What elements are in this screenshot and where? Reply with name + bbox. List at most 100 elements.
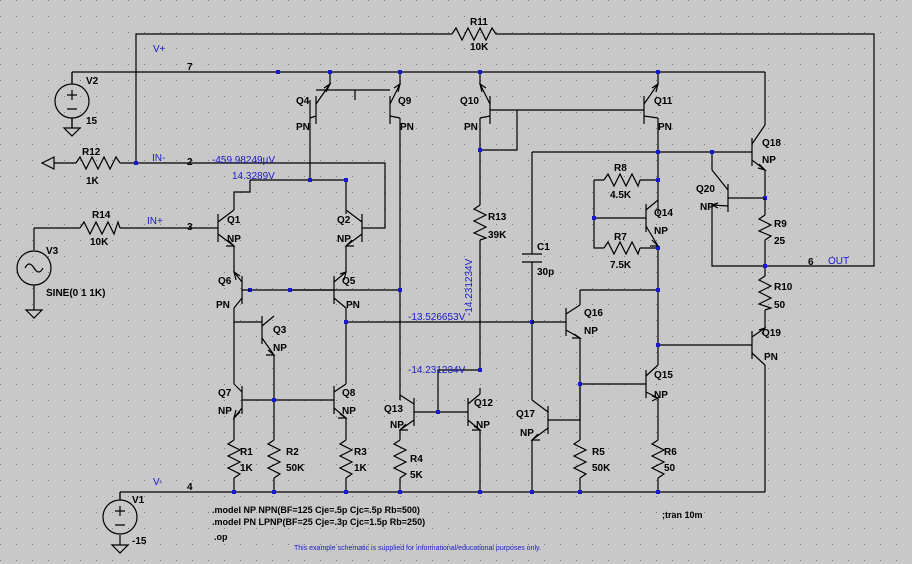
resistor-r6[interactable] bbox=[650, 439, 666, 479]
resistor-r8[interactable] bbox=[603, 172, 641, 188]
svg-text:R13: R13 bbox=[488, 212, 507, 223]
transistor-q9[interactable] bbox=[385, 82, 401, 124]
transistor-q18[interactable] bbox=[748, 124, 768, 172]
svg-text:R5: R5 bbox=[592, 447, 605, 458]
net-label-6: 6 bbox=[808, 257, 814, 268]
svg-text:Q16: Q16 bbox=[584, 308, 603, 319]
svg-text:PN: PN bbox=[296, 122, 310, 133]
svg-text:R6: R6 bbox=[664, 447, 677, 458]
transistor-q13[interactable] bbox=[398, 394, 423, 431]
sources bbox=[16, 72, 138, 554]
transistor-q15[interactable] bbox=[640, 364, 660, 402]
resistor-r1[interactable] bbox=[226, 439, 242, 479]
svg-text:NP: NP bbox=[654, 390, 668, 401]
svg-text:Q10: Q10 bbox=[460, 96, 479, 107]
svg-text:Q18: Q18 bbox=[762, 138, 781, 149]
transistor-q7[interactable] bbox=[232, 383, 250, 420]
transistors bbox=[207, 82, 768, 441]
svg-text:Q19: Q19 bbox=[762, 328, 781, 339]
directive-model-pn: .model PN LPNP(BF=25 Cje=.3p Cjc=1.5p Rb… bbox=[212, 517, 425, 527]
net-label-vminus: V- bbox=[153, 477, 162, 488]
transistor-q1[interactable] bbox=[207, 209, 236, 247]
svg-text:39K: 39K bbox=[488, 230, 507, 241]
resistor-r9[interactable] bbox=[757, 214, 773, 241]
voltage-source-v3[interactable] bbox=[16, 250, 52, 286]
input-port-in-minus bbox=[40, 156, 55, 170]
transistor-q20[interactable] bbox=[710, 169, 738, 212]
svg-text:Q9: Q9 bbox=[398, 96, 412, 107]
svg-text:15: 15 bbox=[86, 116, 98, 127]
svg-text:PN: PN bbox=[346, 300, 360, 311]
svg-text:Q5: Q5 bbox=[342, 276, 356, 287]
transistor-q17[interactable] bbox=[530, 399, 555, 441]
svg-text:PN: PN bbox=[216, 300, 230, 311]
transistor-q12[interactable] bbox=[462, 393, 482, 431]
resistor-r12[interactable] bbox=[75, 155, 121, 171]
transistor-q14[interactable] bbox=[640, 199, 660, 247]
transistor-q16[interactable] bbox=[532, 304, 582, 339]
resistor-r10[interactable] bbox=[757, 275, 773, 311]
resistor-r2[interactable] bbox=[266, 439, 282, 479]
ground-symbols bbox=[24, 127, 130, 554]
directive-op: .op bbox=[214, 532, 228, 542]
svg-text:Q1: Q1 bbox=[227, 215, 241, 226]
svg-text:R12: R12 bbox=[82, 147, 101, 158]
transistor-q5[interactable] bbox=[325, 271, 347, 309]
svg-text:Q20: Q20 bbox=[696, 184, 715, 195]
svg-text:5K: 5K bbox=[410, 470, 424, 481]
resistor-r3[interactable] bbox=[338, 439, 354, 479]
svg-text:Q8: Q8 bbox=[342, 388, 356, 399]
svg-text:NP: NP bbox=[227, 234, 241, 245]
transistor-q2[interactable] bbox=[344, 209, 373, 247]
svg-text:4.5K: 4.5K bbox=[610, 190, 632, 201]
svg-text:NP: NP bbox=[390, 420, 404, 431]
svg-text:NP: NP bbox=[337, 234, 351, 245]
svg-text:R11: R11 bbox=[470, 17, 488, 28]
svg-text:Q4: Q4 bbox=[296, 96, 310, 107]
component-labels: R11 10K R12 1K R14 10K R13 39K R8 4.5K R… bbox=[46, 17, 793, 547]
svg-text:R2: R2 bbox=[286, 447, 299, 458]
svg-text:R1: R1 bbox=[240, 447, 253, 458]
net-label-4: 4 bbox=[187, 482, 193, 493]
svg-text:Q6: Q6 bbox=[218, 276, 232, 287]
svg-text:10K: 10K bbox=[90, 237, 109, 248]
svg-text:NP: NP bbox=[762, 155, 776, 166]
transistor-q6[interactable] bbox=[233, 270, 250, 309]
svg-text:V3: V3 bbox=[46, 246, 59, 257]
svg-text:Q2: Q2 bbox=[337, 215, 351, 226]
svg-text:-15: -15 bbox=[132, 536, 147, 547]
svg-text:SINE(0 1 1K): SINE(0 1 1K) bbox=[46, 288, 105, 299]
svg-text:PN: PN bbox=[658, 122, 672, 133]
svg-text:Q11: Q11 bbox=[654, 96, 673, 107]
capacitor-c1[interactable] bbox=[522, 253, 542, 263]
svg-text:NP: NP bbox=[218, 406, 232, 417]
resistor-r7[interactable] bbox=[603, 240, 641, 256]
resistor-r14[interactable] bbox=[79, 220, 121, 236]
resistor-r4[interactable] bbox=[392, 439, 408, 479]
transistor-q3[interactable] bbox=[258, 315, 276, 356]
svg-text:NP: NP bbox=[520, 428, 534, 439]
net-label-2: 2 bbox=[187, 157, 193, 168]
svg-text:PN: PN bbox=[464, 122, 478, 133]
resistor-r5[interactable] bbox=[572, 439, 588, 479]
wires bbox=[33, 33, 875, 545]
transistor-q11[interactable] bbox=[625, 82, 659, 124]
svg-text:R10: R10 bbox=[774, 282, 793, 293]
resistor-r11[interactable] bbox=[451, 26, 500, 42]
svg-text:50K: 50K bbox=[286, 463, 305, 474]
transistor-q8[interactable] bbox=[325, 383, 348, 419]
resistor-r13[interactable] bbox=[472, 204, 488, 241]
net-label-inminus: IN- bbox=[152, 153, 165, 164]
transistor-q19[interactable] bbox=[748, 326, 767, 366]
voltage-source-v1[interactable] bbox=[102, 492, 138, 535]
voltage-source-v2[interactable] bbox=[54, 72, 90, 128]
net-label-inplus: IN+ bbox=[147, 216, 163, 227]
transistor-q10[interactable] bbox=[479, 82, 497, 124]
svg-text:R8: R8 bbox=[614, 163, 627, 174]
svg-text:NP: NP bbox=[273, 343, 287, 354]
voltage-q2-node: 14.3289V bbox=[232, 171, 275, 182]
transistor-q4[interactable] bbox=[309, 82, 332, 124]
svg-text:7.5K: 7.5K bbox=[610, 260, 632, 271]
